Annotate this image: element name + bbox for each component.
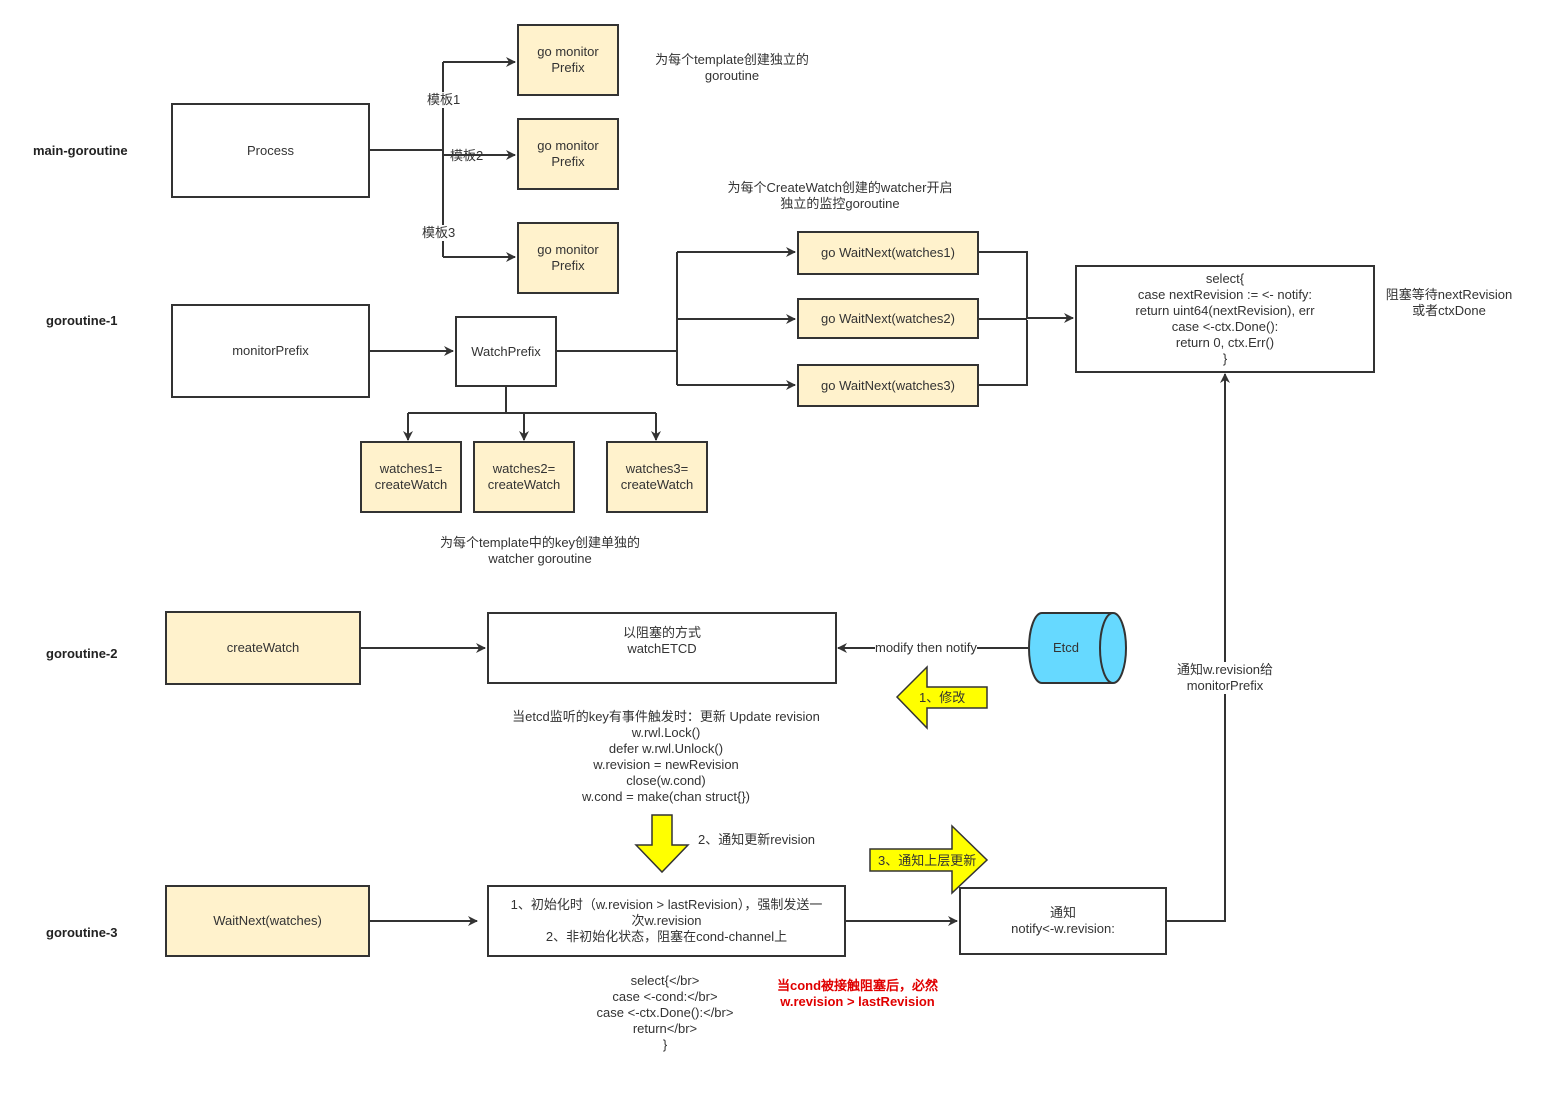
lane-goroutine-3: goroutine-3 — [46, 925, 118, 940]
monitor-prefix-node-2[interactable]: go monitor Prefix — [517, 118, 619, 190]
waitnext-watches-node[interactable]: WaitNext(watches) — [165, 885, 370, 957]
edge-label-notify-revision: 通知w.revision给 monitorPrefix — [1165, 662, 1285, 694]
edge-label-template1: 模板1 — [427, 92, 461, 108]
arrow-label-3-notify-upper: 3、通知上层更新 — [878, 853, 977, 868]
edge-label-template3: 模板3 — [422, 225, 456, 241]
waitnext-watches2-node[interactable]: go WaitNext(watches2) — [797, 298, 979, 339]
lane-goroutine-1: goroutine-1 — [46, 313, 118, 328]
monitor-prefix-node-1[interactable]: go monitor Prefix — [517, 24, 619, 96]
note-update-revision: 当etcd监听的key有事件触发时：更新 Update revision w.r… — [512, 709, 820, 804]
note-cond-unblock: 当cond被接触阻塞后，必然 w.revision > lastRevision — [776, 978, 939, 1009]
arrow-label-1-modify: 1、修改 — [919, 690, 966, 705]
watches3-node[interactable]: watches3= createWatch — [606, 441, 708, 513]
arrow-label-2-notify-revision: 2、通知更新revision — [698, 832, 816, 847]
note-per-key-watcher: 为每个template中的key创建单独的 watcher goroutine — [439, 535, 641, 566]
waitnext-watches1-node[interactable]: go WaitNext(watches1) — [797, 231, 979, 275]
big-arrow-3-right — [869, 824, 989, 895]
edge-waitnext3-merge — [978, 320, 1028, 386]
watch-etcd-node[interactable]: 以阻塞的方式 watchETCD — [487, 612, 837, 684]
watches1-node[interactable]: watches1= createWatch — [360, 441, 462, 513]
note-per-template-goroutine: 为每个template创建独立的 goroutine — [655, 52, 809, 83]
edge-waitnext1-merge — [978, 251, 1028, 318]
note-blocking-wait: 阻塞等待nextRevision 或者ctxDone — [1385, 287, 1513, 318]
process-node[interactable]: Process — [171, 103, 370, 198]
edge-label-template2: 模板2 — [450, 148, 484, 163]
edge-label-modify-then-notify: modify then notify — [875, 640, 977, 656]
etcd-cylinder — [1028, 612, 1127, 684]
lane-main-goroutine: main-goroutine — [33, 143, 128, 158]
monitor-prefix-node-3[interactable]: go monitor Prefix — [517, 222, 619, 294]
big-arrow-1-left — [895, 665, 988, 730]
big-arrow-2-down — [634, 814, 690, 874]
create-watch-node[interactable]: createWatch — [165, 611, 361, 685]
notify-node[interactable]: 通知 notify<-w.revision: — [959, 887, 1167, 955]
lane-goroutine-2: goroutine-2 — [46, 646, 118, 661]
init-revision-node[interactable]: 1、初始化时（w.revision > lastRevision），强制发送一 … — [487, 885, 846, 957]
edge-notify-to-select — [1166, 373, 1230, 922]
waitnext-watches3-node[interactable]: go WaitNext(watches3) — [797, 364, 979, 407]
note-select-cond: select{</br> case <-cond:</br> case <-ct… — [596, 973, 734, 1052]
etcd-label[interactable]: Etcd — [1053, 640, 1080, 655]
note-per-createwatch-goroutine: 为每个CreateWatch创建的watcher开启 独立的监控goroutin… — [727, 180, 953, 211]
watches2-node[interactable]: watches2= createWatch — [473, 441, 575, 513]
select-notify-node[interactable]: select{ case nextRevision := <- notify: … — [1075, 265, 1375, 373]
monitor-prefix-function-node[interactable]: monitorPrefix — [171, 304, 370, 398]
watch-prefix-node[interactable]: WatchPrefix — [455, 316, 557, 387]
